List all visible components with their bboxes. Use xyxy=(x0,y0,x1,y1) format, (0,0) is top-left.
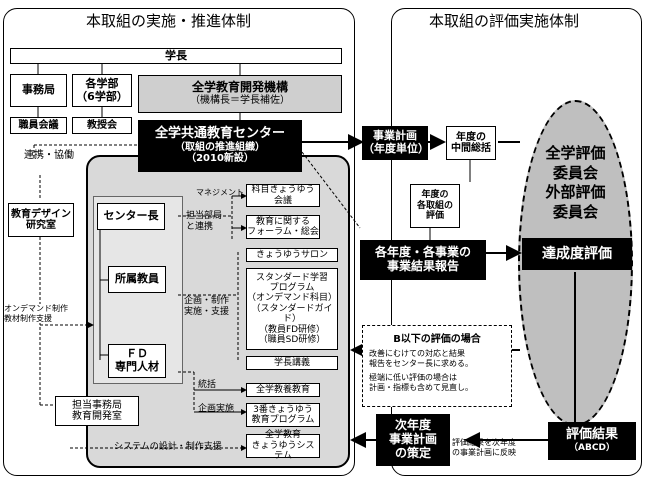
salon-box: きょうゆうサロン xyxy=(246,248,338,262)
faculty-members-box: 所属教員 xyxy=(108,266,166,293)
education-development-office: 担当事務局 教育開発室 xyxy=(55,396,139,426)
secretariat-box: 事務局 xyxy=(10,74,67,107)
midterm-review-box: 年度の 中間総括 xyxy=(446,126,496,160)
education-system-box: 全学教育 きょうゆうシステム xyxy=(246,430,320,461)
management-label: マネジメント xyxy=(196,188,244,197)
fd-specialist-box: ＦＤ 専門人材 xyxy=(108,344,166,378)
liaison-label: 担当部局 と連携 xyxy=(186,211,223,232)
implementation-panel-title: 本取組の実施・推進体制 xyxy=(82,12,256,30)
center-sub-1: （取組の推進組織） xyxy=(175,141,265,153)
supervision-label: 統括 xyxy=(198,380,217,390)
liberal-arts-box: 全学教養教育 xyxy=(246,383,320,397)
standard-program-box: スタンダード学習 プログラム （オンデマンド科目） （スタンダードガイド） （教… xyxy=(246,268,338,350)
b-or-below-text-2: 極端に低い評価の場合は 計画・指標も含めて見直し。 xyxy=(369,373,473,392)
evaluation-result-box: 評価結果 （ABCD） xyxy=(548,422,636,460)
president-box: 学長 xyxy=(10,48,342,64)
committee-line-2: 委員会 xyxy=(552,163,598,182)
president-lecture-box: 学長講義 xyxy=(246,356,338,370)
subject-council-box: 科目きょうゆう 会議 xyxy=(246,184,320,207)
system-support-label: システムの設計・制作支援 xyxy=(114,442,222,452)
organization-sub: （機構長＝学長補佐） xyxy=(190,95,290,107)
committee-line-4: 委員会 xyxy=(552,202,598,221)
feedback-label: 評価結果を次年度 の事業計画に反映 xyxy=(452,438,516,457)
implementation-panel xyxy=(3,8,355,476)
b-or-below-title: B以下の評価の場合 xyxy=(393,334,481,345)
evaluation-result-title: 評価結果 xyxy=(565,427,618,443)
center-director-box: センター長 xyxy=(97,203,165,230)
staff-meeting-box: 職員会議 xyxy=(10,117,67,134)
annual-results-report: 各年度・各事業の 事業結果報告 xyxy=(360,240,486,280)
general-education-center: 全学共通教育センター （取組の推進組織） （2010新設） xyxy=(138,120,302,172)
b-or-below-box: B以下の評価の場合 改善にむけての対応と結果 報告をセンター長に求める。 極端に… xyxy=(362,325,512,407)
planning-label: 企画・制作 実施・支援 xyxy=(184,296,230,317)
education-design-lab: 教育デザイン 研究室 xyxy=(8,203,74,237)
committee-text: 全学評価 委員会 外部評価 委員会 xyxy=(518,144,633,222)
evaluation-result-sub: （ABCD） xyxy=(569,443,615,454)
organization-name: 全学教育開発機構 xyxy=(191,80,288,95)
achievement-evaluation: 達成度評価 xyxy=(522,238,632,270)
implementation-label: 企画実施 xyxy=(198,404,235,414)
center-sub-2: （2010新設） xyxy=(186,153,254,165)
ondemand-support-label: オンデマンド制作 教材制作支援 xyxy=(4,304,68,324)
next-year-plan-box: 次年度 事業計画 の策定 xyxy=(376,414,450,466)
committee-line-3: 外部評価 xyxy=(545,183,606,201)
coordination-label: 連携・協働 xyxy=(24,150,74,161)
committee-line-1: 全学評価 xyxy=(545,144,606,162)
annual-evaluation-box: 年度の 各取組の 評価 xyxy=(410,184,460,228)
evaluation-panel-title: 本取組の評価実施体制 xyxy=(425,12,584,30)
faculty-council-box: 教授会 xyxy=(72,117,132,134)
education-development-organization: 全学教育開発機構 （機構長＝学長補佐） xyxy=(138,75,342,113)
annual-plan-box: 事業計画 （年度単位） xyxy=(362,126,429,160)
third-program-box: 3番きょうゆう 教育プログラム xyxy=(246,403,320,427)
center-name: 全学共通教育センター xyxy=(154,126,285,142)
b-or-below-text-1: 改善にむけての対応と結果 報告をセンター長に求める。 xyxy=(369,349,473,368)
forum-box: 教育に関する フォーラム・総会 xyxy=(246,215,320,239)
faculties-box: 各学部 （6学部） xyxy=(72,74,132,107)
